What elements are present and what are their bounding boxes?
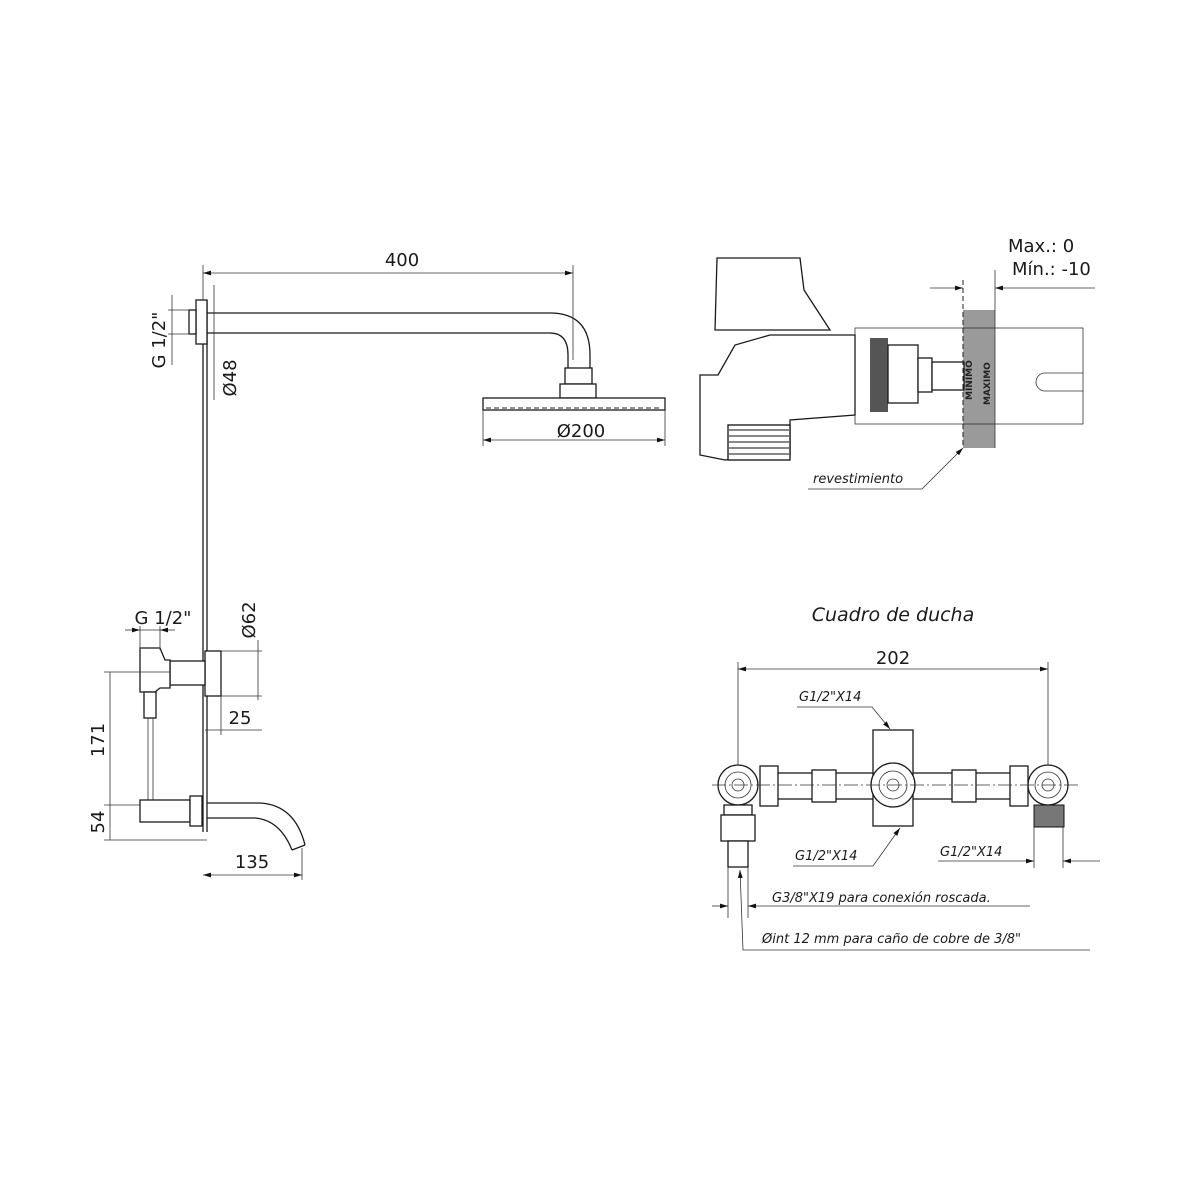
min-label: Mín.: -10 bbox=[1012, 259, 1091, 280]
minimo-mark: MINIMO bbox=[965, 360, 975, 400]
valve-handle bbox=[714, 257, 832, 331]
arm-flange bbox=[195, 299, 208, 345]
label-bottom-outlet: G1/2"X14 bbox=[795, 849, 857, 864]
dim-arm-length: 400 bbox=[385, 250, 419, 271]
left-fitting bbox=[717, 764, 759, 868]
dim-spout-height: 54 bbox=[88, 811, 109, 834]
manifold-view: Cuadro de ducha 202 G1/2"X14 G1/2"X14 bbox=[712, 604, 1100, 951]
dim-head-diameter: Ø200 bbox=[557, 421, 606, 442]
dim-inlet-valve: G 1/2" bbox=[135, 608, 192, 629]
label-copper-pipe: Øint 12 mm para caño de cobre de 3/8" bbox=[761, 932, 1021, 947]
dim-valve-depth: 25 bbox=[229, 708, 252, 729]
label-threaded-connection: G3/8"X19 para conexión roscada. bbox=[772, 891, 991, 906]
shower-head bbox=[482, 397, 666, 411]
max-label: Max.: 0 bbox=[1008, 236, 1074, 257]
shower-side-view: 400 G 1/2" Ø48 Ø200 G 1/2" bbox=[88, 250, 666, 880]
coating-label: revestimiento bbox=[813, 472, 903, 487]
dim-inlet-top: G 1/2" bbox=[149, 312, 170, 369]
label-top-inlet: G1/2"X14 bbox=[799, 690, 861, 705]
maximo-mark: MAXIMO bbox=[983, 362, 993, 405]
spout bbox=[207, 802, 306, 846]
right-fitting bbox=[1027, 764, 1069, 828]
coating-zone bbox=[963, 310, 995, 448]
dim-valve-height: 171 bbox=[88, 723, 109, 757]
dim-arm-diameter: Ø48 bbox=[220, 359, 241, 396]
label-right-outlet: G1/2"X14 bbox=[940, 845, 1002, 860]
mixer-flange bbox=[204, 650, 222, 697]
manifold-title: Cuadro de ducha bbox=[812, 604, 975, 626]
shower-arm bbox=[207, 312, 591, 370]
valve-detail-view: Max.: 0 Mín.: -10 MINIMO MAXIMO revestim… bbox=[699, 236, 1095, 490]
mixer-body bbox=[139, 647, 171, 693]
dim-flange-diameter: Ø62 bbox=[239, 601, 260, 638]
thread-ring bbox=[870, 338, 888, 412]
dim-spout-length: 135 bbox=[235, 852, 269, 873]
dim-width: 202 bbox=[876, 648, 910, 669]
